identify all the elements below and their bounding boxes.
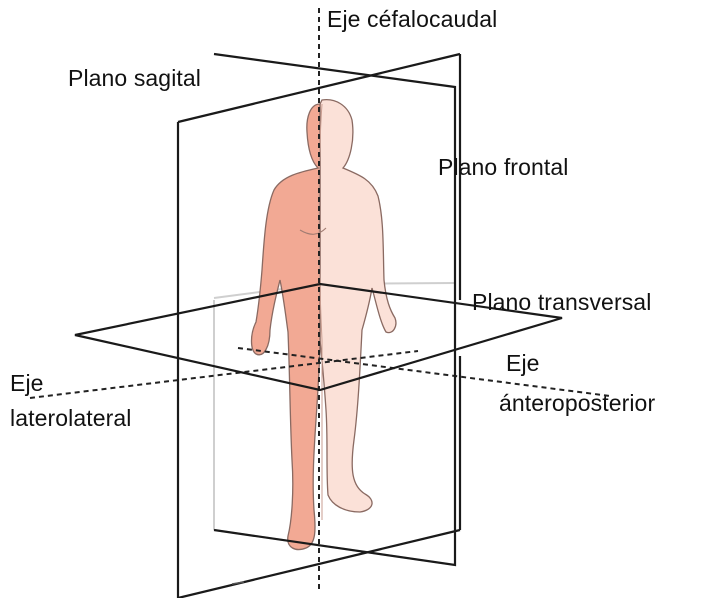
baseline-tick <box>232 582 244 584</box>
body-front-half <box>252 104 321 550</box>
human-figure <box>252 100 396 550</box>
cephalocaudal-axis-label: Eje céfalocaudal <box>327 6 497 32</box>
laterolateral-axis-label-line2: laterolateral <box>10 405 131 431</box>
sagittal-plane-label: Plano sagital <box>68 65 201 91</box>
transverse-plane-label: Plano transversal <box>472 289 651 315</box>
anteroposterior-axis-label-line2: ánteroposterior <box>499 390 655 416</box>
anteroposterior-axis-label-line1: Eje <box>506 350 540 376</box>
frontal-plane-label: Plano frontal <box>438 154 568 180</box>
body-back-half <box>320 100 396 512</box>
laterolateral-axis-label-line1: Eje <box>10 370 44 396</box>
